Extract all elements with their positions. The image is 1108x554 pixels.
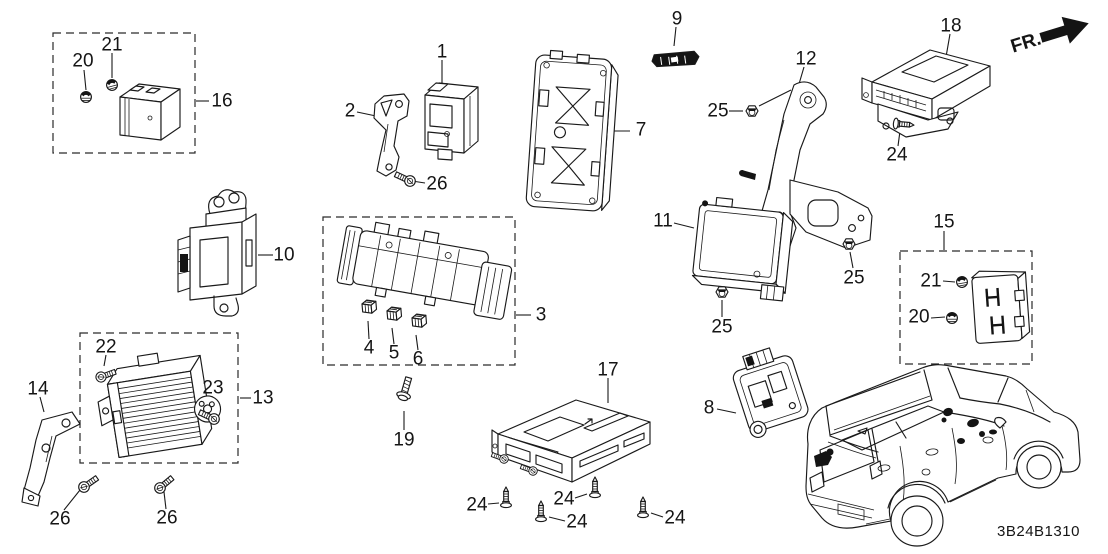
callout-14[interactable]: 14 (27, 379, 49, 400)
screw-26-left (76, 472, 101, 495)
callout-2[interactable]: 2 (345, 101, 356, 122)
part-5-relay (386, 305, 403, 322)
group-box-16 (52, 32, 196, 154)
callout-13[interactable]: 13 (252, 388, 273, 409)
screw-24-c (589, 476, 601, 499)
callout-10[interactable]: 10 (273, 245, 294, 266)
part-11-radar-unit (691, 196, 794, 302)
screw-26-mid (151, 473, 177, 497)
callout-19[interactable]: 19 (393, 430, 414, 451)
callout-24-c[interactable]: 24 (566, 512, 588, 533)
callout-5[interactable]: 5 (389, 343, 400, 364)
screw-19 (396, 376, 413, 402)
group-box-3 (322, 216, 516, 366)
callout-25-bracket[interactable]: 25 (707, 101, 728, 122)
screw-24-a (500, 486, 512, 509)
callout-4[interactable]: 4 (364, 338, 375, 359)
part-7-fuse-box (525, 49, 619, 212)
screw-26-top (392, 168, 418, 189)
callout-23[interactable]: 23 (202, 378, 223, 399)
part-4-relay (361, 298, 378, 315)
part-6-relay (411, 312, 428, 329)
callout-24-top[interactable]: 24 (886, 145, 908, 166)
fr-direction-arrow (1039, 16, 1089, 44)
callout-26-top[interactable]: 26 (426, 174, 447, 195)
part-21-grommet-a (104, 77, 120, 93)
part-10-control-module (177, 189, 257, 317)
callout-7[interactable]: 7 (636, 120, 647, 141)
part-2-bracket (373, 93, 410, 177)
callout-26-mid[interactable]: 26 (156, 508, 177, 529)
vehicle-illustration (805, 364, 1081, 547)
screw-24-d (637, 496, 649, 519)
callout-8[interactable]: 8 (704, 398, 715, 419)
callout-20-a[interactable]: 20 (72, 51, 93, 72)
callout-24-d[interactable]: 24 (664, 508, 686, 529)
callout-17[interactable]: 17 (597, 360, 618, 381)
part-3-fuse-box-assembly (336, 221, 513, 320)
group-box-13 (79, 332, 239, 464)
part-20-grommet-b (946, 312, 958, 324)
part-13-amplifier (97, 352, 222, 459)
part-15-module (971, 270, 1031, 344)
part-8-module (732, 347, 809, 438)
callout-21-b[interactable]: 21 (920, 271, 941, 292)
callout-24-b[interactable]: 24 (553, 489, 575, 510)
callout-25-right[interactable]: 25 (843, 268, 864, 289)
part-21-grommet-b (955, 275, 969, 289)
callout-16[interactable]: 16 (211, 91, 232, 112)
callout-20-b[interactable]: 20 (908, 307, 929, 328)
group-box-15 (899, 250, 1033, 365)
callout-24-a[interactable]: 24 (466, 495, 488, 516)
part-9-antenna-unit (651, 50, 700, 68)
part-20-grommet-a (80, 91, 92, 103)
nut-25-bracket (745, 105, 759, 117)
callout-22[interactable]: 22 (95, 337, 116, 358)
part-16-control-module (119, 83, 181, 141)
screw-24-b (535, 500, 547, 523)
part-1-control-unit (424, 82, 479, 161)
callout-3[interactable]: 3 (536, 305, 547, 326)
callout-26-left[interactable]: 26 (49, 509, 70, 530)
vehicle-module-location-markers (814, 407, 997, 467)
nut-25-right (842, 238, 856, 250)
callout-25-lower[interactable]: 25 (711, 317, 732, 338)
leader-lines (39, 26, 956, 522)
callout-12[interactable]: 12 (795, 49, 816, 70)
callout-9[interactable]: 9 (672, 9, 683, 30)
callout-11[interactable]: 11 (653, 211, 673, 232)
diagram-code: 3B24B1310 (997, 523, 1080, 540)
callout-6[interactable]: 6 (413, 349, 424, 370)
part-14-bracket (21, 411, 81, 507)
part-17-control-module (491, 399, 651, 483)
part-18-control-module (861, 49, 991, 138)
fr-label: FR. (1008, 28, 1043, 57)
callout-1[interactable]: 1 (437, 42, 448, 63)
group-boxes (52, 32, 1033, 464)
callout-15[interactable]: 15 (933, 212, 954, 233)
callout-21-a[interactable]: 21 (101, 35, 122, 56)
callout-18[interactable]: 18 (940, 16, 961, 37)
nut-25-lower (715, 286, 729, 298)
